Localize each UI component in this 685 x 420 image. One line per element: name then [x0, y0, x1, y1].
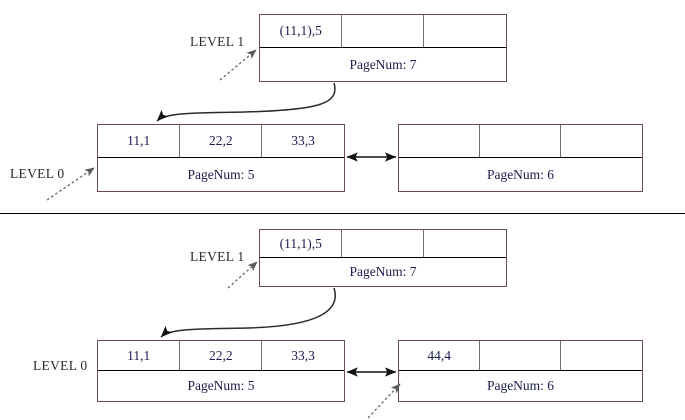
node-cell: 33,3	[291, 347, 315, 363]
node-cell	[342, 230, 425, 257]
node-pagenum-label: PageNum: 5	[187, 166, 255, 182]
node-pagenum-label: PageNum: 7	[349, 264, 417, 279]
node-cell: 11,1	[98, 125, 181, 157]
parent-to-child-curve-top	[156, 82, 336, 122]
level1-label-top: LEVEL 1	[190, 34, 245, 49]
node-pagenum-label: PageNum: 5	[187, 378, 255, 393]
parent-to-child-curve-bottom	[160, 287, 336, 338]
node-key-row: 44,4	[399, 341, 642, 371]
node-cell	[399, 125, 481, 157]
node-cell	[424, 15, 506, 47]
node-cell: (11,1),5	[260, 230, 343, 257]
node-cell: 22,2	[180, 125, 263, 157]
node-cell: 44,4	[399, 341, 481, 370]
node-cell	[342, 15, 425, 47]
node-cell: (11,1),5	[260, 15, 343, 47]
level1-label-bottom: LEVEL 1	[190, 249, 245, 264]
node-cell: 22,2	[180, 341, 263, 370]
level1-pointer-arrow-top	[219, 49, 257, 81]
panel-divider	[0, 213, 685, 214]
level0-label-top: LEVEL 0	[10, 166, 65, 181]
node-pagenum-label: PageNum: 7	[349, 56, 417, 72]
node-level0-pagenum6-top[interactable]: PageNum: 6	[398, 124, 643, 192]
node-level1-pagenum7-bottom[interactable]: (11,1),5 PageNum: 7	[259, 229, 507, 287]
node-level0-pagenum5-bottom[interactable]: 11,1 22,2 33,3 PageNum: 5	[97, 340, 345, 402]
node-cell: 11,1	[98, 341, 181, 370]
node-cell	[480, 341, 562, 370]
node-level0-pagenum6-bottom[interactable]: 44,4 PageNum: 6	[398, 340, 643, 402]
node-level1-pagenum7-top[interactable]: (11,1),5 PageNum: 7	[259, 14, 507, 82]
level1-pointer-arrow-bottom	[227, 261, 258, 289]
node-pagenum-label: PageNum: 6	[486, 166, 555, 182]
node-key-row	[399, 125, 642, 158]
node-cell: 33,3	[291, 133, 315, 148]
node-key-row: 11,1 22,2 33,3	[98, 125, 344, 158]
node-pagenum-label: PageNum: 6	[486, 378, 555, 393]
node-cell	[480, 125, 562, 157]
node-cell	[561, 125, 642, 157]
node-cell	[561, 341, 642, 370]
node-key-row: (11,1),5	[260, 15, 506, 48]
node-level0-pagenum5-top[interactable]: 11,1 22,2 33,3 PageNum: 5	[97, 124, 345, 192]
node-key-row: (11,1),5	[260, 230, 506, 258]
node-cell	[424, 230, 506, 257]
node-key-row: 11,1 22,2 33,3	[98, 341, 344, 371]
new-node-pointer-arrow-bottom	[367, 383, 401, 419]
level0-label-bottom: LEVEL 0	[33, 358, 88, 373]
